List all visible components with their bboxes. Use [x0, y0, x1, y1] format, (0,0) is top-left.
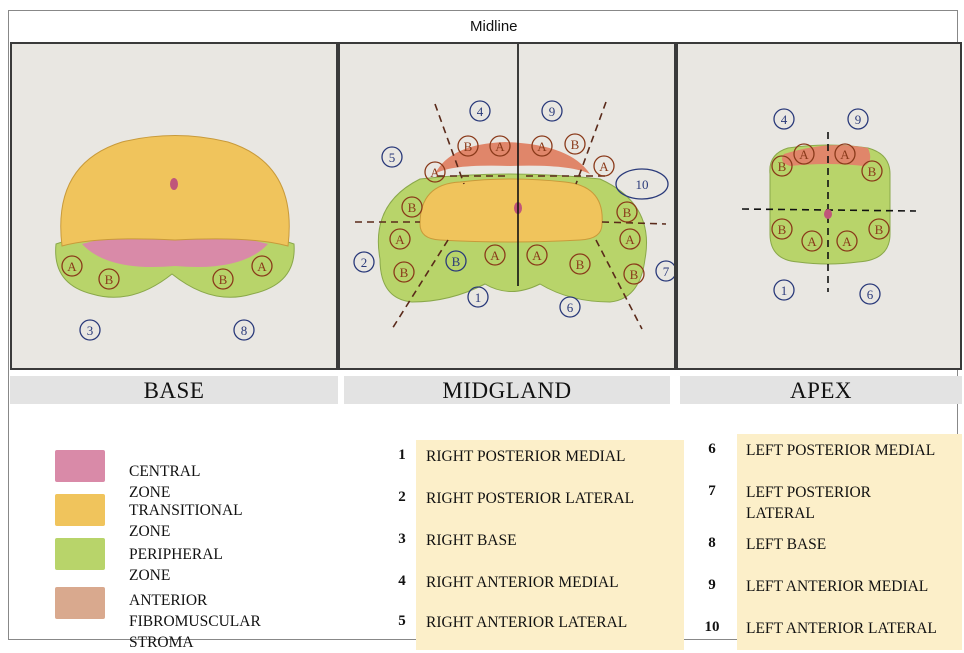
legend-label: CENTRAL ZONE: [129, 461, 200, 503]
svg-text:A: A: [599, 159, 609, 174]
svg-text:B: B: [778, 222, 787, 237]
segment-label: RIGHT POSTERIOR MEDIAL: [426, 446, 626, 467]
svg-text:B: B: [875, 222, 884, 237]
svg-text:A: A: [430, 165, 440, 180]
segment-label: RIGHT POSTERIOR LATERAL: [426, 488, 634, 509]
apex-panel: B A A B B A A B 4 9 1 6: [676, 42, 962, 370]
legend-swatch: [55, 538, 105, 570]
svg-text:A: A: [532, 248, 542, 263]
svg-text:B: B: [868, 164, 877, 179]
legend-swatch: [55, 587, 105, 619]
mid-transitional-zone: [420, 179, 602, 242]
segment-number: 4: [390, 573, 414, 590]
base-urethra: [170, 178, 178, 190]
svg-text:A: A: [840, 147, 850, 162]
segment-number: 9: [700, 577, 724, 594]
base-number-3: 3: [80, 320, 100, 340]
svg-text:B: B: [400, 265, 409, 280]
midline-title: Midline: [470, 18, 518, 35]
segment-number: 10: [700, 619, 724, 636]
segment-label: LEFT POSTERIOR LATERAL: [746, 482, 871, 524]
segment-number: 8: [700, 535, 724, 552]
midgland-panel: B A A B A A B B A A B B A A B B 4 9 5 10…: [338, 42, 676, 370]
segment-number: 3: [390, 531, 414, 548]
segment-number: 1: [390, 447, 414, 464]
section-label-base: BASE: [10, 376, 338, 404]
base-transitional-zone: [61, 136, 290, 247]
svg-text:B: B: [778, 159, 787, 174]
svg-text:5: 5: [389, 150, 396, 165]
svg-text:A: A: [799, 147, 809, 162]
svg-text:A: A: [842, 234, 852, 249]
svg-text:9: 9: [855, 112, 862, 127]
segment-number: 6: [700, 441, 724, 458]
svg-text:A: A: [807, 234, 817, 249]
legend-label: TRANSITIONAL ZONE: [129, 500, 242, 542]
segment-number: 2: [390, 489, 414, 506]
svg-text:A: A: [67, 259, 77, 274]
base-panel: A B B A 3 8: [10, 42, 338, 370]
svg-text:B: B: [464, 139, 473, 154]
base-diagram: A B B A 3 8: [12, 44, 338, 370]
segment-label: RIGHT ANTERIOR LATERAL: [426, 612, 627, 633]
svg-text:A: A: [537, 139, 547, 154]
section-label-midgland: MIDGLAND: [344, 376, 670, 404]
svg-text:B: B: [105, 272, 114, 287]
svg-text:3: 3: [87, 323, 94, 338]
svg-text:A: A: [257, 259, 267, 274]
svg-text:6: 6: [867, 287, 874, 302]
segment-label: LEFT POSTERIOR MEDIAL: [746, 440, 935, 461]
svg-text:4: 4: [477, 104, 484, 119]
svg-text:1: 1: [475, 290, 482, 305]
svg-text:A: A: [395, 232, 405, 247]
apex-diagram: B A A B B A A B 4 9 1 6: [678, 44, 962, 370]
segment-number: 5: [390, 613, 414, 630]
midgland-diagram: B A A B A A B B A A B B A A B B 4 9 5 10…: [340, 44, 676, 370]
segment-label: LEFT ANTERIOR LATERAL: [746, 618, 937, 639]
svg-text:6: 6: [567, 300, 574, 315]
svg-text:7: 7: [663, 264, 670, 279]
svg-text:8: 8: [241, 323, 248, 338]
svg-text:A: A: [490, 248, 500, 263]
svg-text:B: B: [630, 267, 639, 282]
svg-text:B: B: [219, 272, 228, 287]
svg-text:10: 10: [636, 177, 649, 192]
legend-label: PERIPHERAL ZONE: [129, 544, 222, 586]
svg-text:2: 2: [361, 255, 368, 270]
svg-text:B: B: [623, 205, 632, 220]
svg-text:4: 4: [781, 112, 788, 127]
svg-text:1: 1: [781, 283, 788, 298]
svg-text:B: B: [408, 200, 417, 215]
legend-label: ANTERIOR FIBROMUSCULAR STROMA: [129, 590, 261, 653]
section-label-apex: APEX: [680, 376, 962, 404]
legend-swatch: [55, 494, 105, 526]
segment-label: LEFT ANTERIOR MEDIAL: [746, 576, 928, 597]
svg-text:B: B: [576, 257, 585, 272]
segment-label: LEFT BASE: [746, 534, 826, 555]
svg-text:9: 9: [549, 104, 556, 119]
segment-number: 7: [700, 483, 724, 500]
segment-label: RIGHT ANTERIOR MEDIAL: [426, 572, 619, 593]
base-number-8: 8: [234, 320, 254, 340]
svg-text:A: A: [495, 139, 505, 154]
segment-label: RIGHT BASE: [426, 530, 517, 551]
svg-text:A: A: [625, 232, 635, 247]
svg-text:B: B: [452, 254, 461, 269]
svg-text:B: B: [571, 137, 580, 152]
apex-urethra: [824, 209, 832, 219]
legend-swatch: [55, 450, 105, 482]
